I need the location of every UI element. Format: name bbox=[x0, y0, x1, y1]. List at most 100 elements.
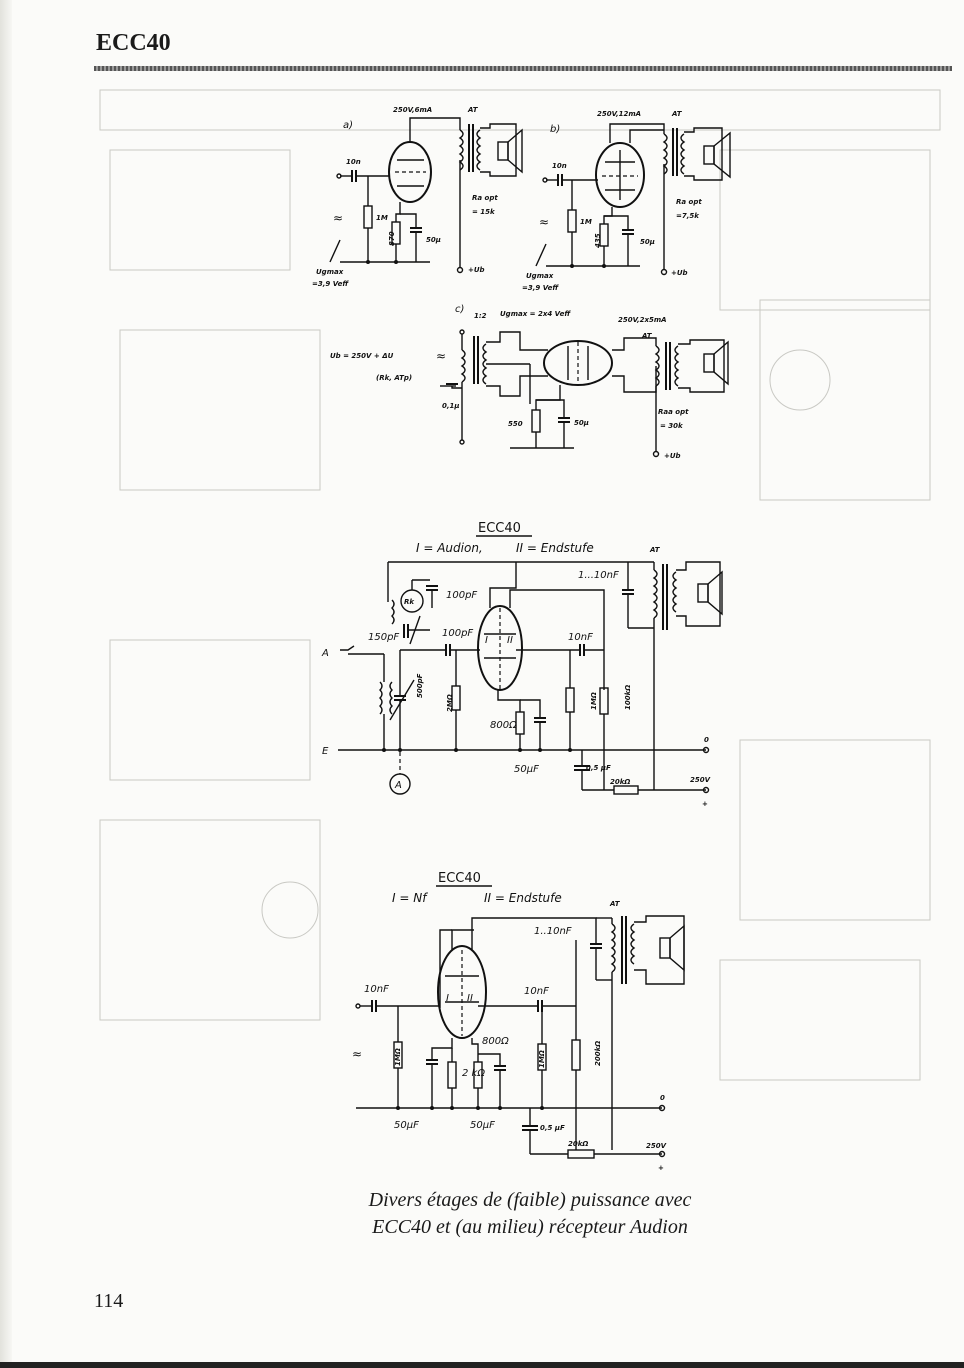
a-speaker-icon bbox=[497, 141, 509, 161]
audion-meter-icon bbox=[389, 773, 411, 795]
page-title: ECC40 bbox=[96, 30, 171, 56]
nf-subtitle-left: I = Nf bbox=[392, 891, 428, 905]
a-cathode-resistor: 870 bbox=[388, 231, 396, 246]
b-cathode-resistor: 435 bbox=[594, 233, 602, 248]
c-cathode-resistor: 550 bbox=[508, 420, 523, 428]
nf-filter-resistor: 20kΩ bbox=[568, 1140, 588, 1148]
b-supply: +Ub bbox=[671, 269, 688, 277]
audion-supply-value: 250V bbox=[690, 776, 711, 784]
b-input-level-1: Ugmax bbox=[526, 272, 554, 280]
b-input-level-2: =3,9 Veff bbox=[522, 284, 559, 292]
diagram-audion: ECC40 I = Audion, II = Endstufe AT Rk 10… bbox=[321, 521, 723, 808]
audion-system-1: I bbox=[485, 635, 488, 646]
audion-tube bbox=[477, 605, 523, 691]
audion-cap-range: 1...10nF bbox=[578, 570, 619, 581]
nf-title: ECC40 bbox=[438, 871, 481, 886]
a-input-level-1: Ugmax bbox=[316, 268, 344, 276]
nf-cathode-cap-1: 50µF bbox=[394, 1120, 419, 1131]
a-grid-resistor: 1M bbox=[376, 214, 388, 222]
audion-filter-resistor: 20kΩ bbox=[610, 778, 630, 786]
nf-subtitle-right: II = Endstufe bbox=[484, 891, 562, 905]
nf-grid-resistor-in: 1MΩ bbox=[394, 1048, 402, 1066]
tag-c: c) bbox=[455, 304, 464, 315]
diagram-c: c) 1:2 Ugmax = 2x4 Veff 250V,2x5mA AT Ub… bbox=[330, 304, 729, 460]
audion-rk-label: Rk bbox=[404, 598, 415, 606]
audion-cap-500pf: 500pF bbox=[416, 673, 424, 698]
audion-title: ECC40 bbox=[478, 521, 521, 536]
scan-bottom-edge bbox=[0, 1362, 964, 1368]
a-load-name: Ra opt bbox=[472, 194, 498, 202]
c-ratio: 1:2 bbox=[474, 312, 487, 320]
caption-line-1: Divers étages de (faible) puissance avec bbox=[368, 1189, 692, 1211]
audion-antenna: A bbox=[321, 648, 329, 659]
c-load-value: = 30k bbox=[660, 422, 684, 430]
b-transformer-label: AT bbox=[671, 110, 683, 118]
audion-ground-value: 0 bbox=[704, 736, 709, 744]
nf-input-cap: 10nF bbox=[364, 984, 389, 995]
caption-line-2: ECC40 et (au milieu) récepteur Audion bbox=[372, 1216, 688, 1238]
a-transformer-label: AT bbox=[467, 106, 479, 114]
b-tube bbox=[595, 142, 645, 208]
audion-filter-cap: 0,5 µF bbox=[586, 764, 611, 772]
nf-transformer-label: AT bbox=[609, 900, 621, 908]
nf-ground-value: 0 bbox=[660, 1094, 665, 1102]
nf-cathode-cap-2: 50µF bbox=[470, 1120, 495, 1131]
audion-grid-leak: 2MΩ bbox=[446, 694, 454, 712]
audion-cap-100pf-top: 100pF bbox=[446, 590, 477, 601]
b-cathode-cap: 50µ bbox=[640, 238, 655, 246]
c-supply-note-1: Ub = 250V + ΔU bbox=[330, 352, 394, 360]
nf-filter-cap: 0,5 µF bbox=[540, 1124, 565, 1132]
b-grid-resistor: 1M bbox=[580, 218, 592, 226]
nf-cap-range: 1..10nF bbox=[534, 926, 572, 937]
a-input-symbol: ≈ bbox=[333, 211, 343, 225]
audion-transformer-label: AT bbox=[649, 546, 661, 554]
b-load-value: =7,5k bbox=[676, 212, 700, 220]
a-load-value: = 15k bbox=[472, 208, 496, 216]
c-speaker-icon bbox=[703, 353, 715, 373]
b-load-name: Ra opt bbox=[676, 198, 702, 206]
audion-earth: E bbox=[322, 746, 329, 757]
b-input-symbol: ≈ bbox=[539, 215, 549, 229]
a-input-level-2: =3,9 Veff bbox=[312, 280, 349, 288]
tag-b: b) bbox=[550, 124, 560, 135]
c-supply: +Ub bbox=[664, 452, 681, 460]
nf-system-2: II bbox=[467, 993, 473, 1004]
nf-grid-resistor: 1MΩ bbox=[538, 1050, 546, 1068]
page-binding-edge bbox=[0, 0, 12, 1368]
figure-caption: Divers étages de (faible) puissance avec… bbox=[300, 1187, 760, 1241]
audion-speaker-icon bbox=[697, 583, 709, 603]
audion-grid-resistor: 1MΩ bbox=[590, 692, 598, 710]
diagram-nf: ECC40 I = Nf II = Endstufe AT I II 10nF … bbox=[352, 871, 685, 1172]
c-supply-note-2: (Rk, ATp) bbox=[376, 374, 412, 382]
audion-cap-150pf: 150pF bbox=[368, 632, 399, 643]
b-operating-point: 250V,12mA bbox=[597, 110, 641, 118]
audion-cap-100pf: 100pF bbox=[442, 628, 473, 639]
audion-cathode-cap: 50µF bbox=[514, 764, 539, 775]
c-input-symbol: ≈ bbox=[436, 349, 446, 363]
nf-tube bbox=[437, 945, 487, 1039]
c-bypass-cap: 0,1µ bbox=[442, 402, 460, 410]
c-transformer-label: AT bbox=[641, 332, 653, 340]
a-operating-point: 250V,6mA bbox=[393, 106, 432, 114]
diagram-a: a) 250V,6mA AT +Ub Ra opt = 15k 10n 1 bbox=[312, 106, 523, 288]
audion-plus: + bbox=[702, 800, 708, 808]
nf-speaker-icon bbox=[659, 937, 671, 959]
nf-supply-value: 250V bbox=[646, 1142, 667, 1150]
nf-plus: + bbox=[658, 1164, 664, 1172]
audion-meter: A bbox=[394, 780, 402, 791]
a-coupling-cap: 10n bbox=[346, 158, 361, 166]
audion-cathode-resistor: 800Ω bbox=[490, 720, 517, 731]
nf-coupling-cap: 10nF bbox=[524, 986, 549, 997]
c-load-name: Raa opt bbox=[658, 408, 689, 416]
audion-cap-10nf: 10nF bbox=[568, 632, 593, 643]
c-cathode-cap: 50µ bbox=[574, 419, 589, 427]
audion-subtitle-left: I = Audion, bbox=[416, 541, 483, 555]
c-tube bbox=[543, 340, 613, 386]
page-number: 114 bbox=[94, 1290, 124, 1312]
c-operating-point: 250V,2x5mA bbox=[618, 316, 667, 324]
diagram-b: b) 250V,12mA AT +Ub Ra opt =7,5k 10n 1M bbox=[522, 110, 731, 292]
audion-subtitle-right: II = Endstufe bbox=[516, 541, 594, 555]
c-input-level: Ugmax = 2x4 Veff bbox=[500, 310, 571, 318]
a-supply: +Ub bbox=[468, 266, 485, 274]
a-transformer-primary bbox=[458, 129, 464, 171]
